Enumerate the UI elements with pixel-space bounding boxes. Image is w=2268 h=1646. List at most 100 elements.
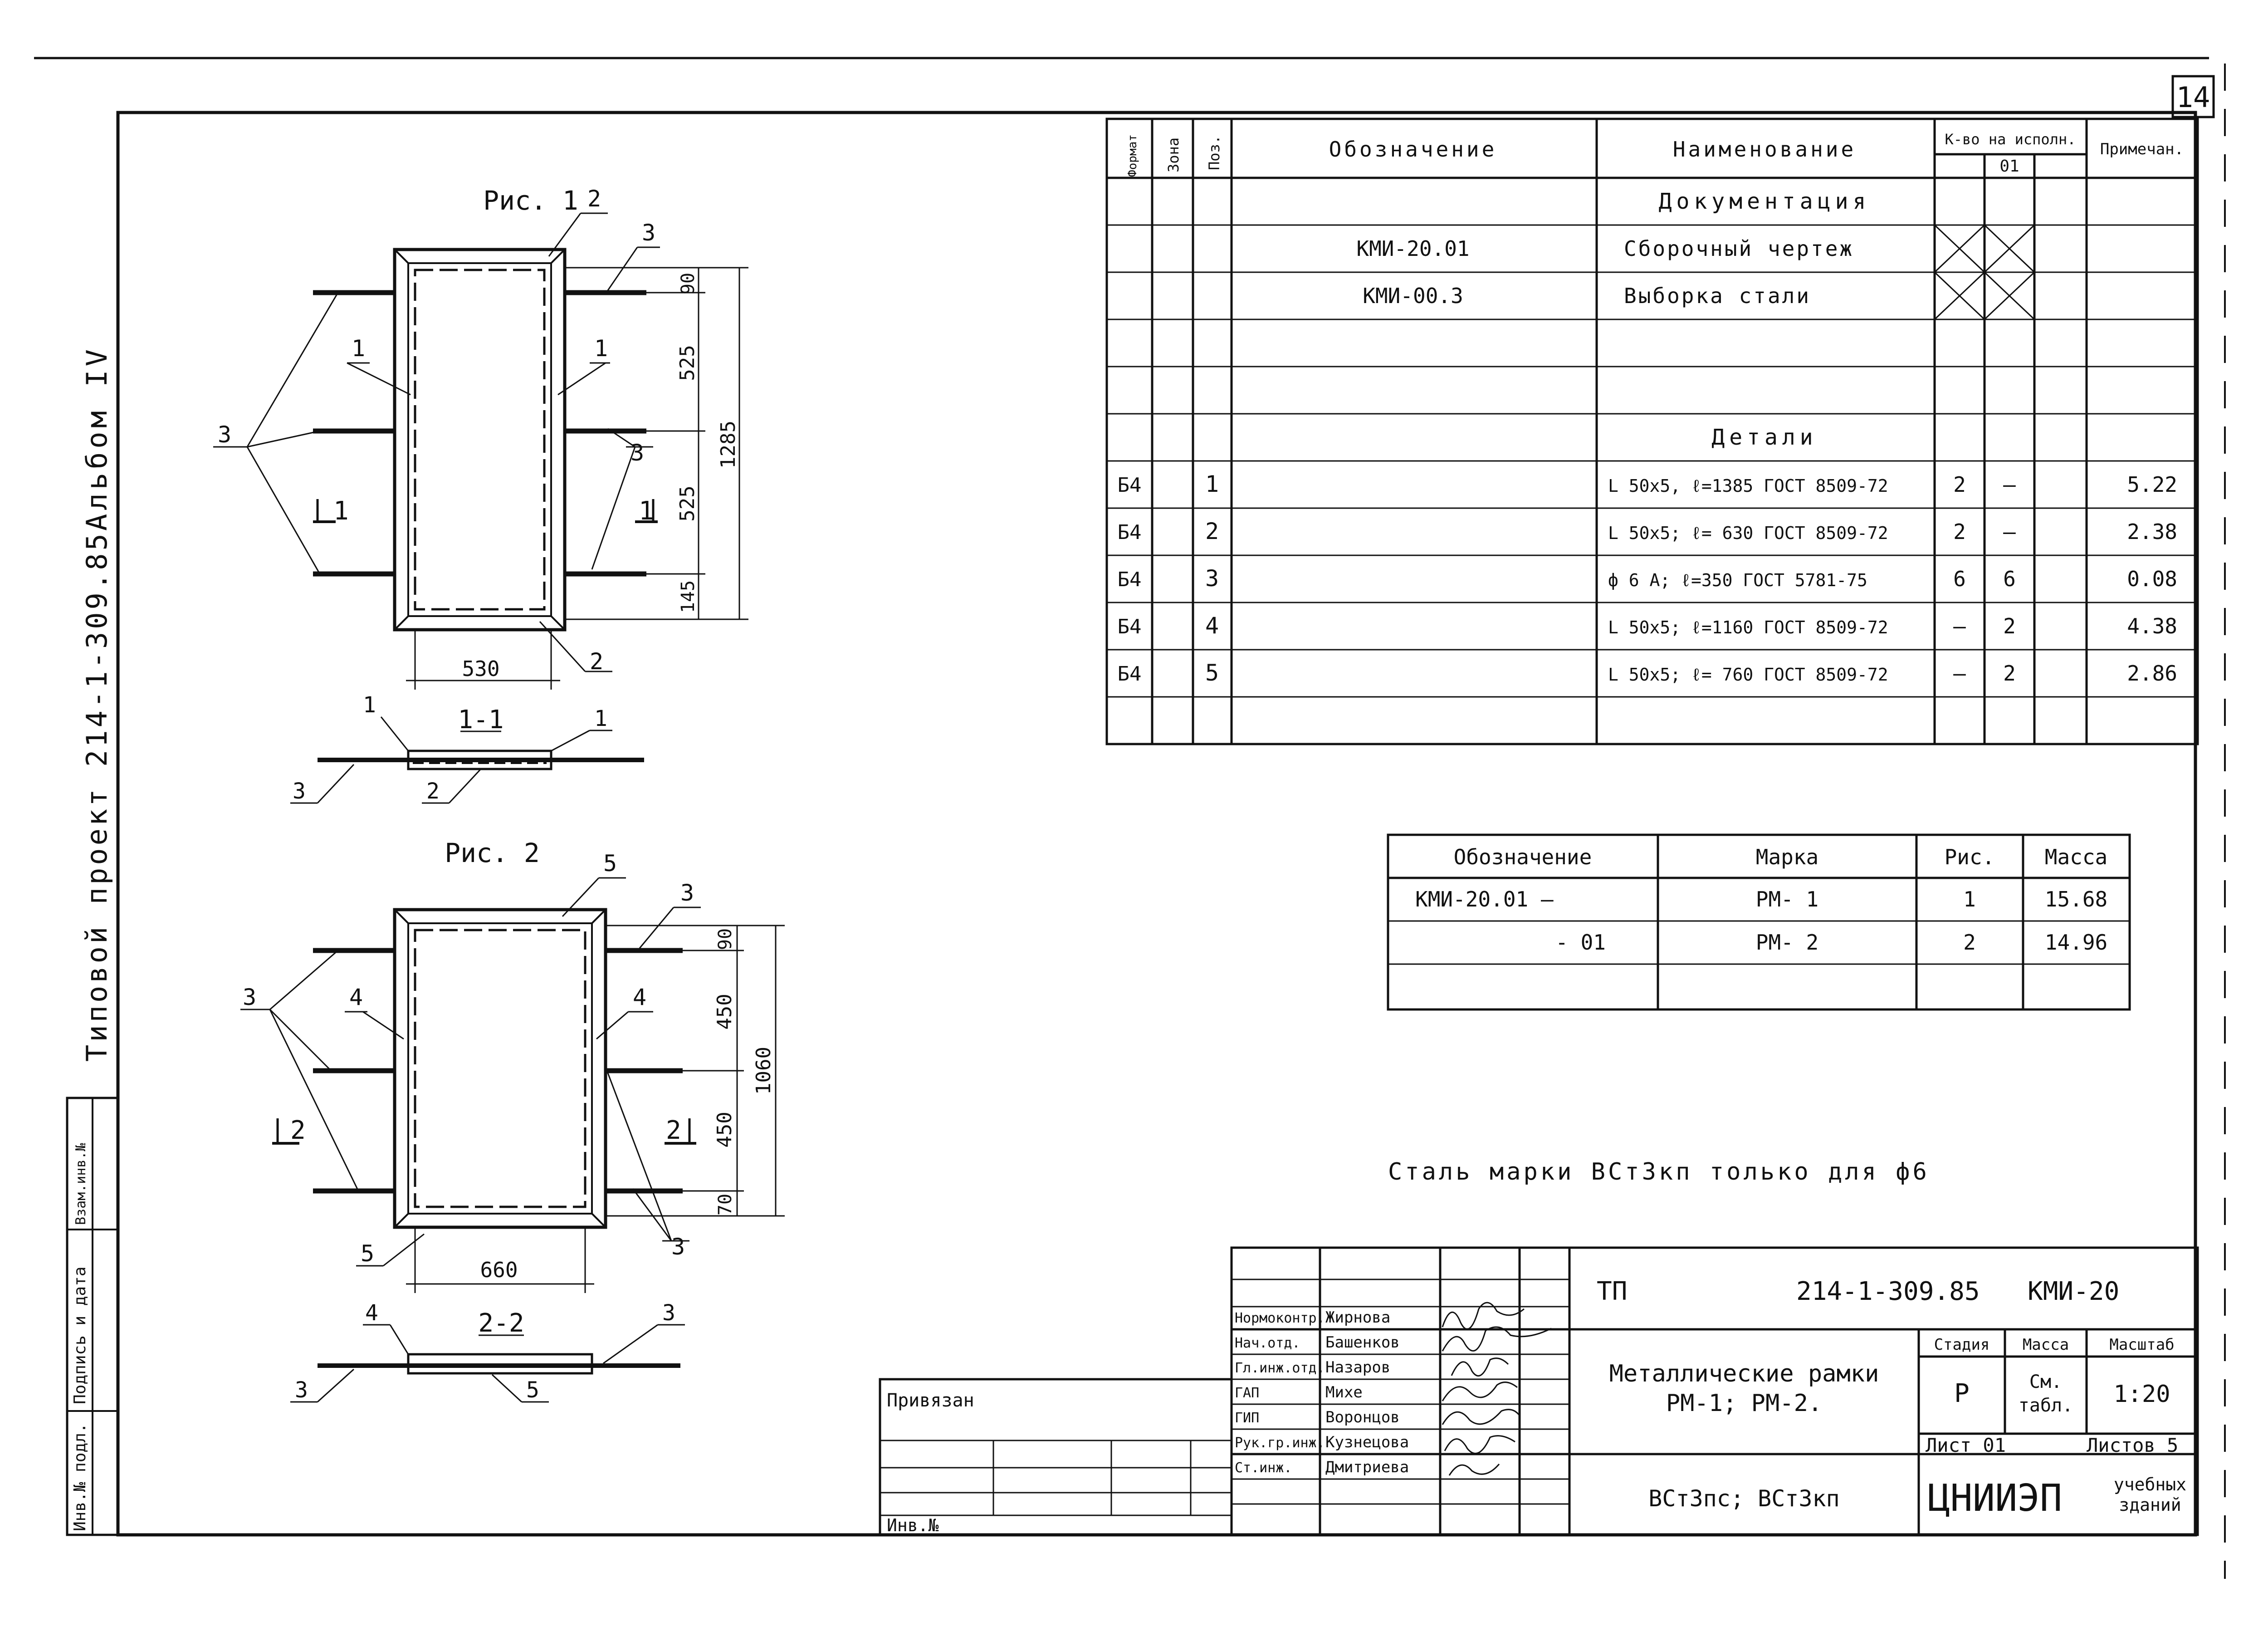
tb-material: ВСт3пс; ВСт3кп xyxy=(1648,1485,1839,1512)
fig1-dim-145: 145 xyxy=(678,580,699,613)
fig2-section-label-right: 2 xyxy=(666,1116,681,1145)
spec-cell-format: Б4 xyxy=(1118,474,1142,497)
fig2-dim-90: 90 xyxy=(715,928,736,950)
fig2-section-callout-5: 5 xyxy=(526,1377,539,1403)
fig2-callout-5-bottom: 5 xyxy=(361,1240,374,1267)
tb-title-line2: РМ-1; РМ-2. xyxy=(1666,1390,1822,1417)
fig1-section-label-right: 1 xyxy=(639,496,654,526)
drawing-frame xyxy=(116,111,2197,1537)
stamp-sign-label: Подпись и дата xyxy=(71,1267,89,1404)
fig1-frame-hidden xyxy=(414,269,546,611)
fig2-dim-450b: 450 xyxy=(713,1112,736,1147)
tb-title-line1: Металлические рамки xyxy=(1609,1360,1879,1387)
tb-scale: 1:20 xyxy=(2113,1381,2170,1408)
figure-1: Рис. 1 90 525 525 14 xyxy=(213,185,748,804)
spec-header-note: Примечан. xyxy=(2100,140,2184,158)
marks-grid xyxy=(1387,833,2131,1011)
spec-cell-note: 4.38 xyxy=(2127,614,2177,638)
spec-cell-q1: 2 xyxy=(1953,519,1966,544)
role-name: Михе xyxy=(1325,1383,1363,1401)
spec-cell-format: Б4 xyxy=(1118,615,1142,638)
marks-row2-mark: РМ- 2 xyxy=(1756,930,1818,955)
spec-cell-q1: — xyxy=(1953,614,1966,638)
fig1-callout-3-top: 3 xyxy=(642,220,655,246)
marks-row2-fig: 2 xyxy=(1963,930,1976,955)
spec-cell-q2: 6 xyxy=(2003,567,2016,591)
title-block-grid xyxy=(879,1246,2199,1536)
tb-sheets: Листов 5 xyxy=(2087,1434,2178,1456)
spec-header-format: Формат xyxy=(1126,134,1139,177)
fig2-section-callout-3-left: 3 xyxy=(295,1377,308,1403)
spec-header-qty-sub: 01 xyxy=(1999,157,2019,176)
fig2-dim-660: 660 xyxy=(480,1258,518,1282)
marks-row2-mass: 14.96 xyxy=(2045,930,2107,955)
specification-table: Формат Зона Поз. Обозначение Наименовани… xyxy=(1105,118,2199,745)
album-label: Альбом IV xyxy=(80,346,113,531)
role-title: ГИП xyxy=(1235,1410,1259,1426)
fig1-title: Рис. 1 xyxy=(483,185,578,216)
spec-cell-name: L 50x5, ℓ=1385 ГОСТ 8509-72 xyxy=(1608,476,1888,496)
figure-2: Рис. 2 90 450 450 70 1060 xyxy=(240,838,785,1403)
fig2-frame-hidden xyxy=(414,929,587,1208)
spec-cell-format: Б4 xyxy=(1118,662,1142,686)
marks-header-mass: Масса xyxy=(2045,845,2107,869)
spec-cell-designation: КМИ-20.01 xyxy=(1356,236,1469,261)
role-name: Кузнецова xyxy=(1325,1433,1409,1451)
tb-code-suffix: КМИ-20 xyxy=(2028,1277,2119,1306)
marks-row1-mass: 15.68 xyxy=(2045,887,2107,911)
spec-cell-pos: 1 xyxy=(1205,471,1219,497)
fig2-callout-4-right: 4 xyxy=(633,984,646,1010)
title-roles: Нормоконтр.ЖирноваНач.отд.БашенковГл.инж… xyxy=(1235,1308,1409,1476)
role-name: Башенков xyxy=(1325,1333,1400,1352)
fig1-callouts: 3 1 1 2 3 3 2 xyxy=(213,186,660,675)
fig1-section-title: 1-1 xyxy=(458,705,503,735)
tb-stage-label: Стадия xyxy=(1934,1336,1990,1354)
spec-cell-designation: КМИ-00.3 xyxy=(1363,284,1463,308)
spec-cell-name: L 50x5; ℓ= 760 ГОСТ 8509-72 xyxy=(1608,665,1888,685)
spec-cell-note: 5.22 xyxy=(2127,472,2177,497)
side-margin: Альбом IV Типовой проект 214-1-309.85 Ин… xyxy=(66,346,119,1536)
spec-cell-pos: 2 xyxy=(1205,518,1219,544)
role-title: Нач.отд. xyxy=(1235,1335,1300,1351)
fig2-section-title: 2-2 xyxy=(478,1308,524,1338)
tb-org-sub1: учебных xyxy=(2114,1475,2186,1494)
spec-cell-name: L 50x5; ℓ=1160 ГОСТ 8509-72 xyxy=(1608,617,1888,637)
stamp-replace-label: Взам.инв.№ xyxy=(73,1143,89,1225)
tb-mass: См. табл. xyxy=(2018,1372,2073,1416)
fig2-callout-4-left: 4 xyxy=(349,984,363,1010)
stamp-inv-label: Инв.№ подл. xyxy=(71,1423,89,1531)
tb-code-prefix: ТП xyxy=(1597,1277,1627,1306)
fig1-callout-3-left: 3 xyxy=(218,421,231,448)
fig2-frame-outer xyxy=(393,908,607,1229)
spec-cell-name: Документация xyxy=(1659,189,1871,214)
fig1-dim-530: 530 xyxy=(462,656,499,681)
fig1-dim-1285: 1285 xyxy=(717,421,740,469)
marks-header-fig: Рис. xyxy=(1945,845,1995,869)
spec-header-qty: К-во на исполн. xyxy=(1945,131,2076,148)
spec-header-designation: Обозначение xyxy=(1329,137,1497,162)
spec-cell-q2: — xyxy=(2003,519,2016,544)
role-name: Дмитриева xyxy=(1325,1458,1409,1476)
inv-label: Инв.№ xyxy=(887,1515,939,1535)
spec-cell-pos: 3 xyxy=(1205,565,1219,592)
privyazan-label: Привязан xyxy=(887,1390,974,1411)
fig1-section-label-left: 1 xyxy=(333,496,349,526)
role-title: Гл.инж.отд. xyxy=(1235,1360,1325,1376)
fig2-section-callout-3-right: 3 xyxy=(662,1300,675,1326)
fig2-callout-3-left: 3 xyxy=(243,984,256,1010)
fig2-dimensions: 90 450 450 70 1060 660 xyxy=(406,925,785,1293)
fig2-callout-5-top: 5 xyxy=(603,850,617,877)
role-name: Назаров xyxy=(1325,1358,1390,1377)
fig2-title: Рис. 2 xyxy=(445,838,540,868)
spec-cell-name: ф 6 А; ℓ=350 ГОСТ 5781-75 xyxy=(1608,570,1867,590)
marks-row1-mark: РМ- 1 xyxy=(1756,887,1818,911)
fig2-callout-3-right: 3 xyxy=(671,1234,685,1260)
marks-header-designation: Обозначение xyxy=(1454,845,1592,869)
spec-cell-q1: 2 xyxy=(1953,472,1966,497)
fig1-section-callout-1-right: 1 xyxy=(594,706,607,731)
marks-row1-designation: КМИ-20.01 – xyxy=(1415,887,1554,911)
spec-cell-name: Выборка стали xyxy=(1624,284,1811,308)
fig1-section-callout-2: 2 xyxy=(426,779,440,804)
